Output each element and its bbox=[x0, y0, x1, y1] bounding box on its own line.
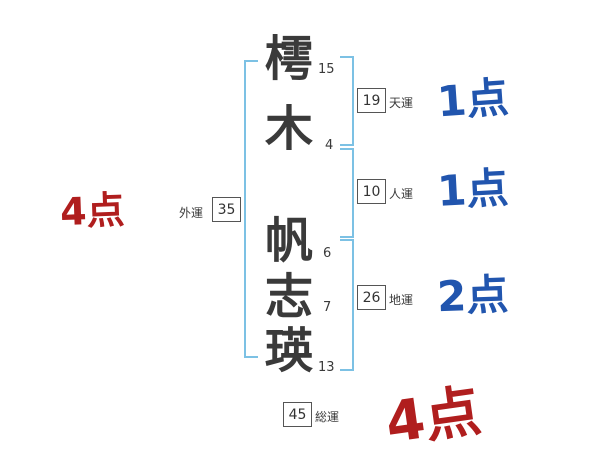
outer-fortune-value-box: 35 bbox=[212, 197, 241, 222]
person-fortune-score: 1点 bbox=[435, 163, 510, 216]
heaven-fortune-bracket bbox=[340, 56, 354, 146]
heaven-fortune-value-box: 19 bbox=[357, 88, 386, 113]
stroke-count: 15 bbox=[318, 62, 335, 77]
earth-fortune-bracket bbox=[340, 239, 354, 371]
name-char: 木 bbox=[264, 101, 313, 157]
name-char: 樗 bbox=[264, 31, 313, 87]
total-fortune-value-box: 45 bbox=[283, 402, 312, 427]
stroke-count: 13 bbox=[318, 360, 335, 375]
outer-fortune-bracket bbox=[244, 60, 258, 358]
stroke-count: 7 bbox=[323, 300, 332, 315]
earth-fortune-score: 2点 bbox=[436, 269, 510, 322]
heaven-fortune-score: 1点 bbox=[435, 72, 511, 127]
earth-fortune-value-box: 26 bbox=[357, 285, 386, 310]
total-fortune-label: 総運 bbox=[315, 410, 340, 424]
stroke-count: 4 bbox=[325, 138, 334, 153]
outer-fortune-label: 外運 bbox=[179, 206, 204, 220]
name-char: 瑛 bbox=[264, 323, 313, 379]
person-fortune-label: 人運 bbox=[389, 187, 414, 201]
total-fortune-score: 4点 bbox=[381, 378, 485, 457]
heaven-fortune-label: 天運 bbox=[389, 96, 414, 110]
person-fortune-value-box: 10 bbox=[357, 179, 386, 204]
name-char: 帆 bbox=[264, 213, 313, 269]
person-fortune-bracket bbox=[340, 148, 354, 238]
outer-fortune-score: 4点 bbox=[59, 187, 126, 235]
stroke-count: 6 bbox=[323, 246, 332, 261]
name-char: 志 bbox=[264, 269, 313, 325]
earth-fortune-label: 地運 bbox=[389, 293, 414, 307]
